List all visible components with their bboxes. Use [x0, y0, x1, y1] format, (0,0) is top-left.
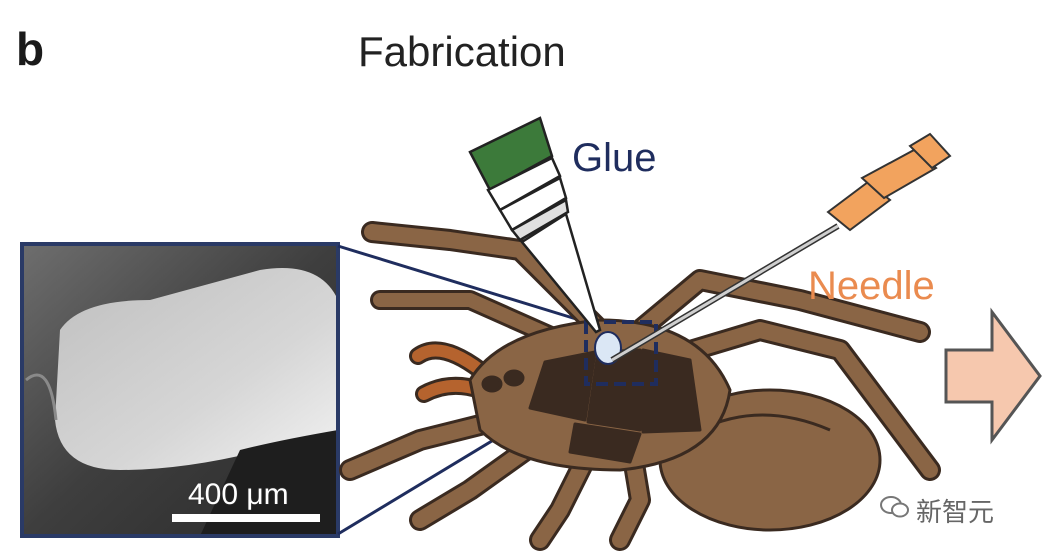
right-arrow-icon [944, 307, 1042, 445]
target-region-box [584, 320, 658, 386]
panel-title: Fabrication [358, 28, 566, 75]
connector-line-top [337, 244, 587, 324]
scale-bar [172, 514, 320, 522]
glue-dispenser [468, 116, 602, 334]
inset-frame [20, 242, 340, 538]
panel-letter: b [16, 23, 45, 75]
wechat-icon [880, 494, 910, 527]
sem-inset [20, 242, 340, 538]
needle-label: Needle [808, 264, 935, 308]
glue-label: Glue [572, 136, 657, 180]
needle-syringe [610, 132, 952, 363]
scale-bar-label: 400 μm [188, 478, 289, 511]
watermark-text: 新智元 [916, 498, 995, 528]
watermark: 新智元 [880, 492, 994, 529]
spider-illustration [339, 221, 941, 551]
